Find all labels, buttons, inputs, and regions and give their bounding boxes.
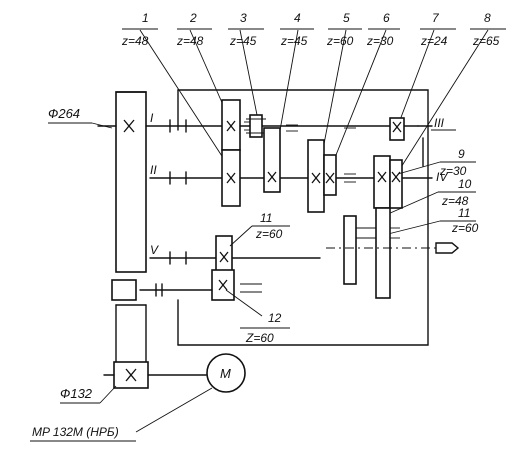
gear-label-11-lower: 11 z=60 [229,211,290,247]
gear-teeth-11-lower: z=60 [255,227,283,241]
gear-label-3: 3 z=45 [228,11,264,48]
gear-number-4: 4 [294,11,301,25]
gear-number-2: 2 [189,11,197,25]
shaft-label-IV: IV [436,170,448,184]
gear-teeth-2: z=48 [176,34,204,48]
gear-teeth-10: z=48 [441,194,469,208]
pulley-large-diameter: Ф264 [48,106,80,121]
gear-label-4: 4 z=45 [280,11,314,48]
gear-label-6: 6 z=30 [366,11,400,48]
gear-8 [373,155,391,209]
gear-teeth-6: z=30 [366,34,394,48]
housing-frame [177,89,429,346]
gear-label-8: 8 z=65 [470,11,506,48]
gear-11-right [343,215,357,285]
pulley-large [115,91,147,273]
motor-symbol: M [220,366,231,381]
gear-3 [249,114,263,138]
gear-teeth-9: z=30 [439,164,467,178]
gear-number-11: 11 [458,206,470,220]
gear-6 [323,154,337,196]
gear-number-8: 8 [484,11,491,25]
gear-7 [389,117,405,141]
gear-number-9: 9 [458,147,465,161]
shaft-label-V: V [150,243,159,257]
gear-number-1: 1 [142,11,149,25]
gear-label-1: 1 z=48 [121,11,158,48]
pulley-large-x2 [123,119,135,133]
gear-label-7: 7 z=24 [420,11,456,48]
gear-teeth-12: Z=60 [245,331,274,345]
gear-number-7: 7 [432,11,440,25]
motor-model: MP 132M (HPБ) [32,425,119,439]
gear-5 [307,139,325,213]
gear-9 [389,159,403,209]
gear-teeth-4: z=45 [280,34,308,48]
gear-number-12: 12 [268,311,282,325]
spindle-output-arrow [435,242,460,254]
gear-label-2: 2 z=48 [176,11,212,48]
gear-number-3: 3 [240,11,247,25]
gear-teeth-7: z=24 [420,34,448,48]
gear-label-10: 10 z=48 [387,177,476,215]
gear-4 [263,127,281,193]
gear-number-5: 5 [343,11,350,25]
gear-label-11: 11 z=60 [387,206,479,235]
gear-label-12: 12 Z=60 [225,289,290,345]
gear-teeth-1: z=48 [121,34,149,48]
coupling-block [111,279,137,301]
gear-label-5: 5 z=60 [326,11,362,48]
gear-10 [375,207,391,299]
shaft-label-II: II [150,163,157,177]
shaft-label-III: III [434,116,445,130]
gear-teeth-11: z=60 [451,221,479,235]
gear-teeth-5: z=60 [326,34,354,48]
gear-number-6: 6 [383,11,390,25]
pulley-small-diameter: Ф132 [60,386,93,401]
gear-label-9: 9 z=30 [397,147,476,178]
motor [206,353,246,393]
gear-teeth-8: z=65 [472,34,500,48]
gear-teeth-3: z=45 [229,34,257,48]
gear-number-11-lower: 11 [260,211,272,225]
shaft-label-I: I [150,111,154,125]
gear-number-10: 10 [458,177,472,191]
